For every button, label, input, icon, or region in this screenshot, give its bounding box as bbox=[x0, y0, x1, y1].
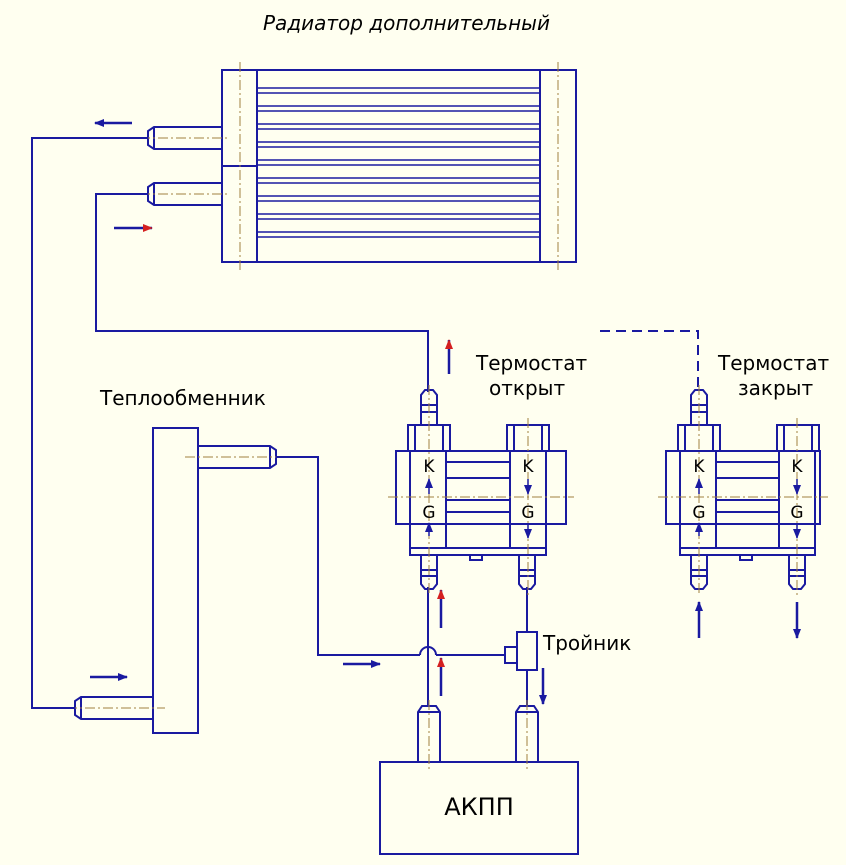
thermostat-open-label-line1: Термостат bbox=[475, 351, 587, 375]
thermostat-open-k-right: K bbox=[522, 457, 534, 477]
tee-label: Тройник bbox=[542, 631, 631, 655]
thermostat-open-label-line2: открыт bbox=[489, 376, 565, 400]
gearbox bbox=[379, 700, 579, 855]
radiator-label: Радиатор дополнительный bbox=[263, 11, 550, 35]
thermostat-closed-g-left: G bbox=[692, 503, 705, 523]
heat-exchanger bbox=[67, 427, 284, 734]
pipe-radiator-to-exchanger bbox=[31, 137, 148, 709]
thermostat-closed-k-right: K bbox=[791, 457, 803, 477]
gearbox-label: АКПП bbox=[444, 793, 514, 821]
thermostat-open-g-left: G bbox=[422, 503, 435, 523]
thermostat-closed bbox=[658, 385, 828, 596]
auxiliary-radiator bbox=[140, 62, 577, 270]
pipe-exchanger-return bbox=[276, 456, 420, 656]
pipes bbox=[31, 137, 699, 709]
flow-arrows bbox=[90, 119, 801, 705]
thermostat-closed-g-right: G bbox=[790, 503, 803, 523]
thermostat-closed-label-line1: Термостат bbox=[717, 351, 829, 375]
pipe-thermostat-to-radiator bbox=[95, 193, 429, 392]
thermostat-open-g-right: G bbox=[521, 503, 534, 523]
tee-fitting bbox=[504, 631, 538, 671]
thermostat-closed-label-line2: закрыт bbox=[738, 376, 813, 400]
pipe-closed-link bbox=[600, 330, 699, 392]
thermostat-open bbox=[388, 385, 574, 596]
heat-exchanger-label: Теплообменник bbox=[99, 386, 266, 410]
thermostat-open-k-left: K bbox=[423, 457, 435, 477]
thermostat-closed-k-left: K bbox=[693, 457, 705, 477]
radiator-fins bbox=[257, 87, 540, 238]
